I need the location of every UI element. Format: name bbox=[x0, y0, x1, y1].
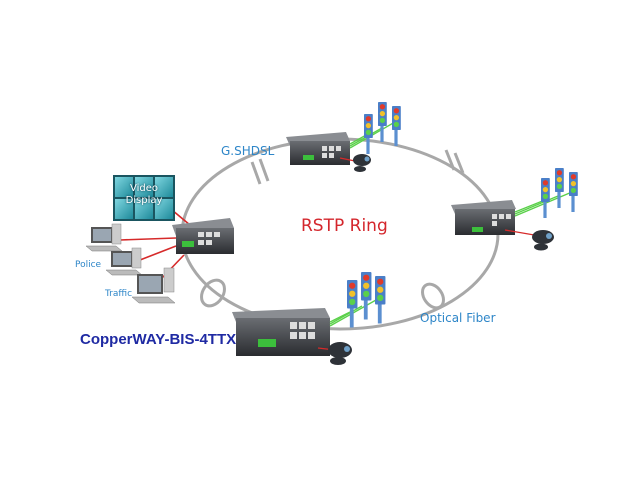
video-display-line2: Display bbox=[125, 195, 163, 206]
gshdsl-break-right bbox=[444, 149, 465, 174]
camera-icon bbox=[532, 230, 554, 251]
switch-top bbox=[286, 132, 350, 165]
workstation-icon bbox=[105, 247, 143, 276]
switch-left bbox=[172, 218, 234, 254]
fiber-loop-right bbox=[421, 282, 445, 310]
traffic-light-icon bbox=[569, 172, 578, 212]
ring-title: RSTP Ring bbox=[301, 216, 388, 236]
traffic-light-icon bbox=[375, 276, 386, 324]
product-name: CopperWAY-BIS-4TTX bbox=[80, 331, 237, 348]
workstation-icon bbox=[85, 223, 123, 252]
camera-icon bbox=[328, 342, 352, 365]
traffic-light-icon bbox=[378, 102, 387, 142]
traffic-lights bbox=[347, 102, 578, 328]
workstation-icon bbox=[131, 267, 176, 304]
video-display-line1: Video bbox=[129, 183, 159, 194]
police-label: Police bbox=[75, 260, 102, 270]
traffic-light-icon bbox=[541, 178, 550, 218]
video-display-icon bbox=[113, 175, 175, 221]
video-display-label: Video Display bbox=[120, 183, 168, 207]
switch-bottom bbox=[232, 308, 330, 356]
traffic-light-icon bbox=[347, 280, 358, 328]
gshdsl-label: G.SHDSL bbox=[221, 144, 275, 158]
fiber-loop-left bbox=[200, 278, 226, 308]
optical-fiber-label: Optical Fiber bbox=[420, 311, 496, 325]
traffic-light-icon bbox=[555, 168, 564, 208]
switch-right bbox=[451, 200, 516, 235]
traffic-light-icon bbox=[361, 272, 372, 320]
traffic-light-icon bbox=[364, 114, 373, 154]
camera-icon bbox=[353, 154, 371, 172]
traffic-light-icon bbox=[392, 106, 401, 146]
traffic-label: Traffic bbox=[105, 289, 133, 299]
gshdsl-break-left bbox=[250, 158, 270, 185]
